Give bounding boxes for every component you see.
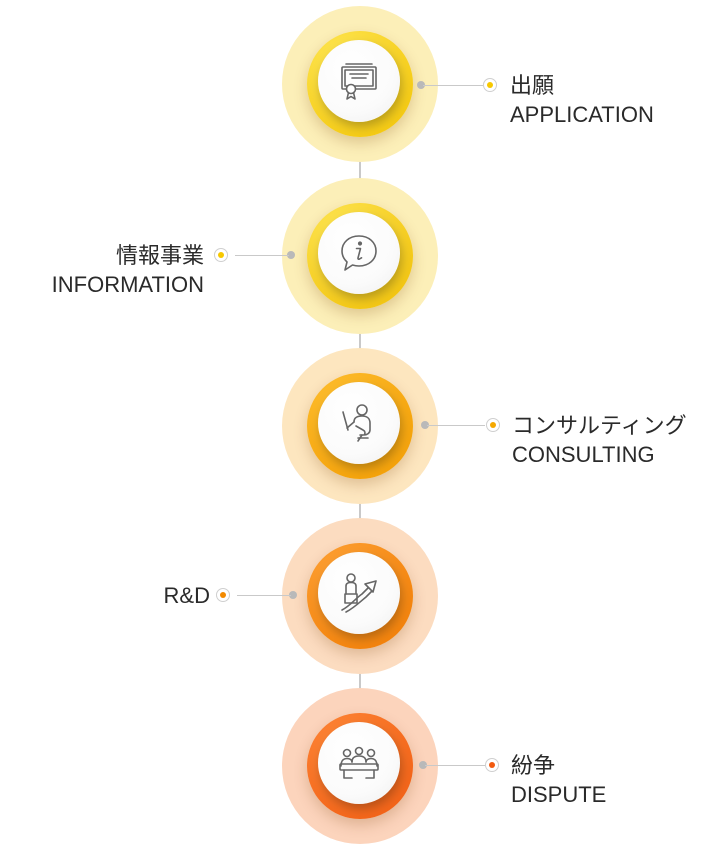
step-label-en: INFORMATION [51, 272, 204, 297]
label-marker [486, 418, 500, 432]
connector-line [425, 765, 485, 766]
connector-dot [421, 421, 429, 429]
certificate-icon [341, 63, 377, 100]
label-marker [485, 758, 499, 772]
step-label-en: R&D [163, 583, 210, 608]
step-label-rnd: R&D [164, 581, 210, 610]
step-label-ja: 情報事業 [115, 243, 204, 268]
step-label-information: 情報事業 INFORMATION [52, 241, 204, 299]
step-label-en: APPLICATION [510, 102, 654, 127]
step-label-ja: コンサルティング [512, 413, 687, 438]
step-label-ja: 出願 [510, 73, 555, 98]
step-node-consulting [282, 348, 438, 504]
info-speech-bubble-icon [341, 235, 377, 271]
presenter-icon [342, 404, 371, 442]
connector-line [237, 595, 291, 596]
label-marker [216, 588, 230, 602]
connector-line [235, 255, 289, 256]
meeting-table-icon [339, 746, 379, 779]
node-face [318, 40, 400, 122]
step-label-ja: 紛争 [511, 753, 556, 778]
step-node-application [282, 6, 438, 162]
step-label-application: 出願 APPLICATION [510, 71, 654, 129]
step-label-en: CONSULTING [512, 442, 655, 467]
connector-line [423, 85, 483, 86]
connector-dot [287, 251, 295, 259]
step-label-en: DISPUTE [511, 782, 607, 807]
node-face [318, 722, 400, 804]
node-face [318, 382, 400, 464]
connector-dot [419, 761, 427, 769]
node-face [318, 552, 400, 634]
growth-arrow-icon [341, 573, 377, 613]
label-marker [214, 248, 228, 262]
connector-line [427, 425, 485, 426]
step-label-consulting: コンサルティング CONSULTING [512, 411, 687, 469]
step-label-dispute: 紛争 DISPUTE [511, 751, 606, 809]
step-node-rnd [282, 518, 438, 674]
label-marker [483, 78, 497, 92]
connector-dot [417, 81, 425, 89]
step-node-information [282, 178, 438, 334]
step-node-dispute [282, 688, 438, 844]
node-face [318, 212, 400, 294]
connector-dot [289, 591, 297, 599]
